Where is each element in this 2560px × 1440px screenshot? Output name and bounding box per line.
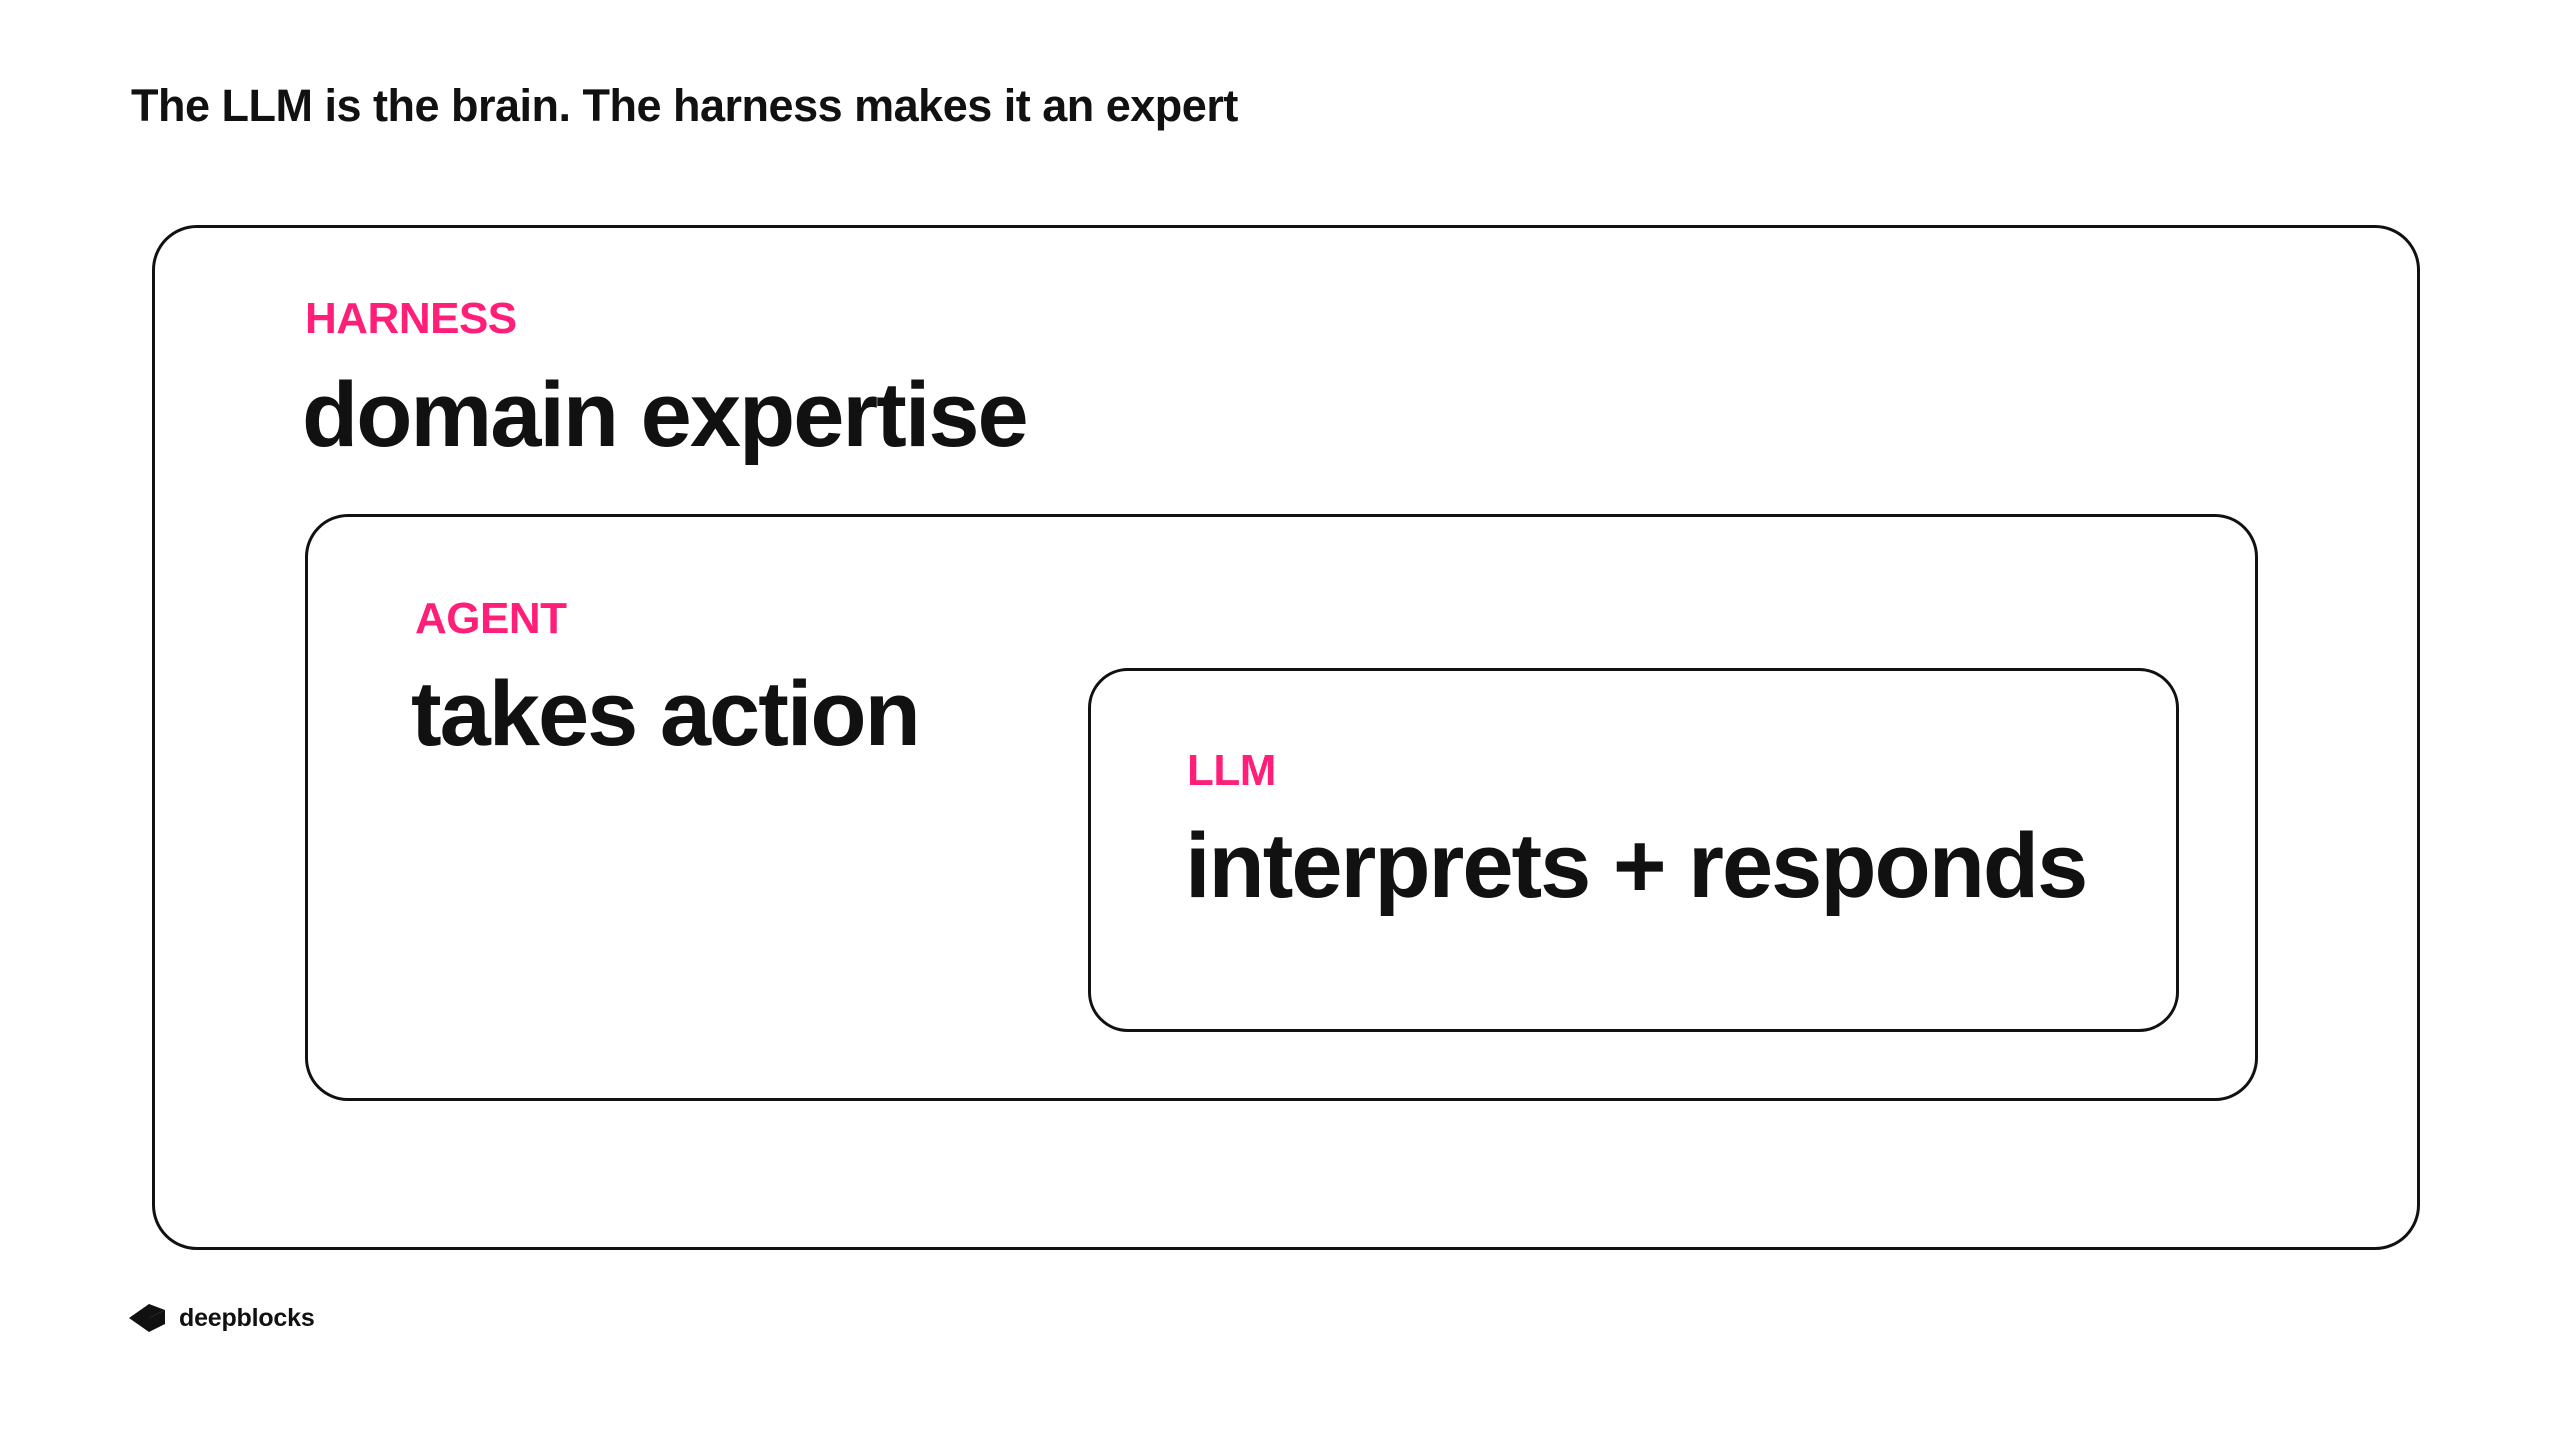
agent-tag: AGENT [415, 594, 567, 643]
harness-headline: domain expertise [302, 364, 1029, 466]
llm-tag: LLM [1187, 746, 1276, 795]
harness-tag: HARNESS [305, 294, 517, 343]
llm-headline: interprets + responds [1185, 815, 2088, 917]
harness-box: HARNESS domain expertise AGENT takes act… [152, 225, 2420, 1250]
brand-footer: deepblocks [127, 1300, 315, 1336]
slide-title: The LLM is the brain. The harness makes … [131, 80, 1238, 131]
agent-box: AGENT takes action LLM interprets + resp… [305, 514, 2258, 1101]
llm-box: LLM interprets + responds [1088, 668, 2179, 1032]
agent-headline: takes action [411, 663, 921, 765]
deepblocks-logo-icon [129, 1304, 165, 1332]
brand-name: deepblocks [179, 1303, 315, 1332]
